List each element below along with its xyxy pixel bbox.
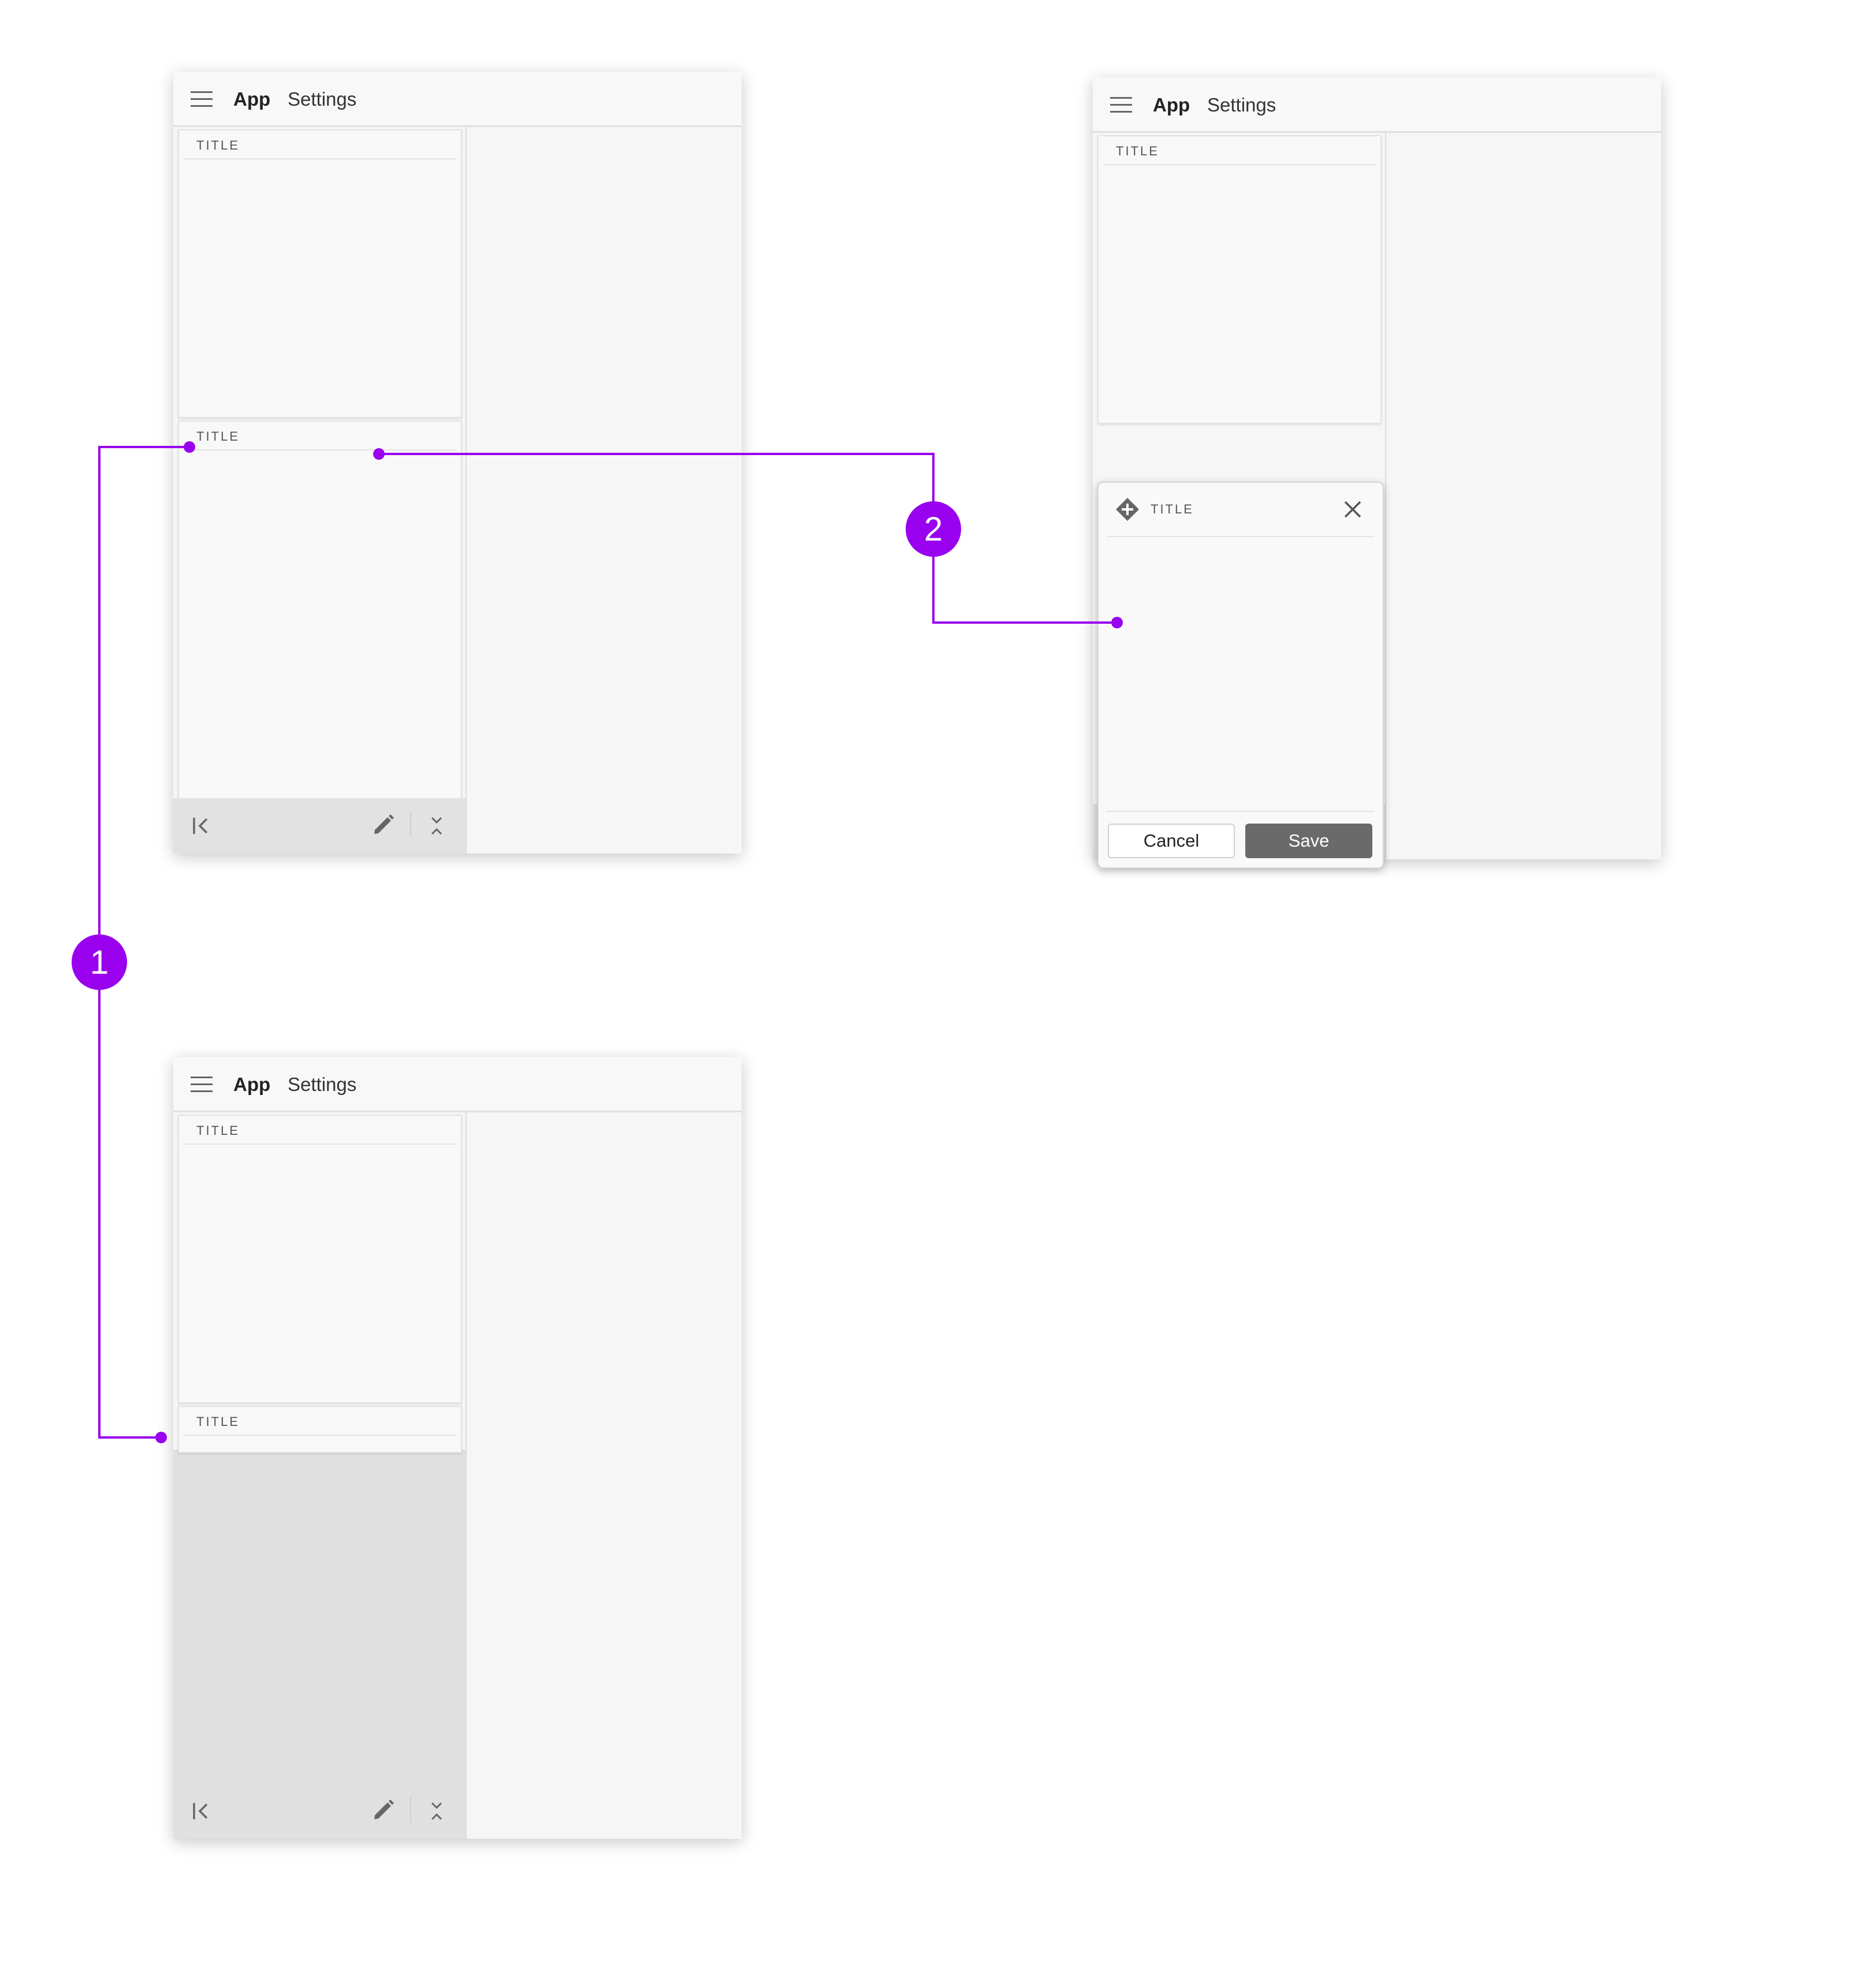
app-bar: App Settings [173,1057,742,1112]
annotation-connector-2 [379,453,1117,624]
edit-pencil-icon[interactable] [372,813,395,836]
annotation-badge-2 [906,501,961,557]
card-title: TITLE [196,429,240,444]
card-divider [184,1144,456,1145]
annotation-label-2: 2 [924,511,943,548]
side-panel: TITLE TITLE [173,127,467,854]
settings-link[interactable]: Settings [288,1074,357,1095]
footer-separator [410,1797,411,1823]
panel-card[interactable]: TITLE [178,1115,462,1403]
panel-card[interactable]: TITLE [178,129,462,418]
edit-dialog: TITLE Cancel Save [1097,482,1384,869]
close-icon[interactable] [1343,500,1362,519]
connector-dot [184,441,195,453]
mockup-edit-dialog: App Settings TITLE TITLE [1093,77,1661,869]
side-panel: TITLE TITLE [173,1112,467,1839]
panel-footer [173,798,467,854]
card-title: TITLE [196,138,240,152]
dialog-divider [1107,811,1375,812]
connector-dot [1111,617,1123,628]
cancel-button[interactable]: Cancel [1108,824,1235,858]
app-name: App [233,1074,271,1095]
app-bar: App Settings [173,72,742,127]
settings-link[interactable]: Settings [288,88,357,110]
save-button[interactable]: Save [1245,824,1372,858]
card-divider [184,1435,456,1436]
panel-card[interactable]: TITLE [1097,135,1382,424]
annotation-badge-1 [72,934,127,990]
mockup-initial: App Settings TITLE TITLE [173,72,742,854]
menu-icon[interactable] [191,1077,213,1093]
mockup-collapsed: App Settings TITLE TITLE [173,1057,742,1839]
card-title: TITLE [1116,144,1159,158]
add-diamond-icon [1115,497,1140,522]
panel-empty-area [173,1450,467,1839]
side-panel: TITLE TITLE Cancel [1093,133,1386,869]
card-title: TITLE [196,1414,240,1429]
app-name: App [233,88,271,110]
card-title: TITLE [196,1123,240,1138]
card-divider [184,158,456,159]
collapse-left-icon[interactable] [192,815,210,836]
menu-icon[interactable] [191,91,213,107]
card-divider [184,449,456,450]
connector-dot [155,1432,167,1443]
app-bar: App Settings [1093,77,1661,133]
menu-icon[interactable] [1110,97,1132,113]
edit-pencil-icon[interactable] [372,1798,395,1822]
panel-footer [173,1783,467,1839]
card-divider [1103,164,1376,165]
collapse-left-icon[interactable] [192,1801,210,1822]
app-name: App [1153,94,1190,116]
panel-card-collapsed[interactable]: TITLE [178,1406,462,1453]
connector-dot [373,448,385,460]
annotation-label-1: 1 [90,944,109,981]
dialog-divider [1107,536,1375,537]
settings-link[interactable]: Settings [1207,94,1276,116]
footer-separator [410,812,411,837]
dialog-title: TITLE [1151,502,1194,516]
collapse-vertical-icon[interactable] [430,1801,444,1822]
collapse-vertical-icon[interactable] [430,815,444,836]
panel-card[interactable]: TITLE [178,420,462,802]
